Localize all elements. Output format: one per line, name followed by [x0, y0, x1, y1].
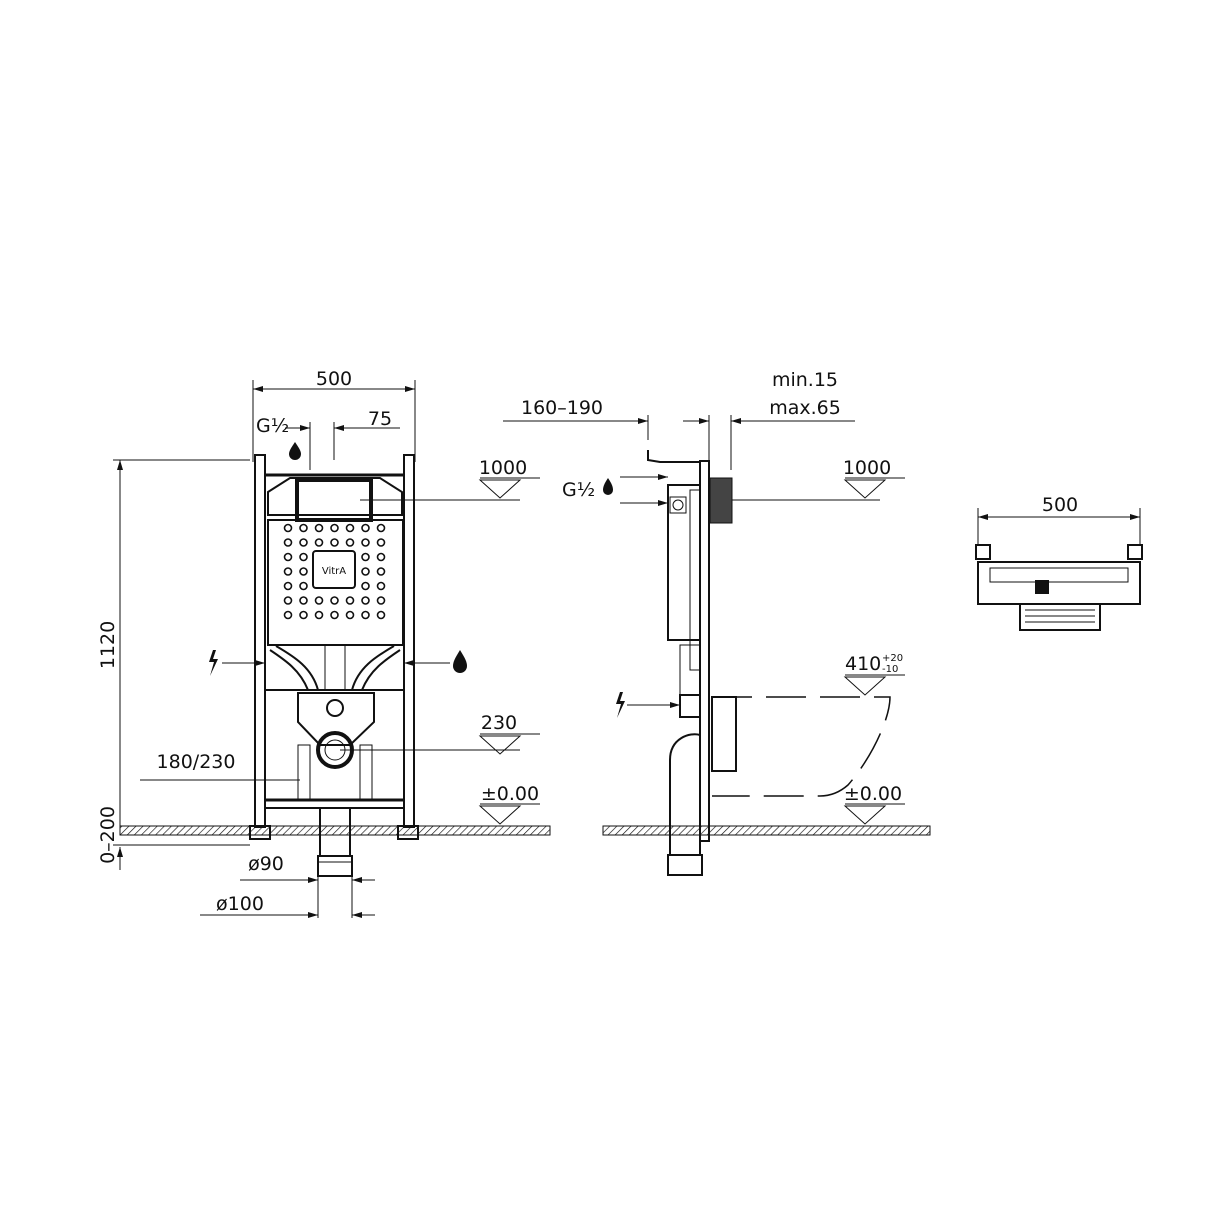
level-floor-marker: ±0.00	[843, 783, 905, 825]
panel-dot	[345, 596, 355, 605]
level-1000-marker: 1000	[478, 457, 540, 499]
floor-hatch	[119, 825, 551, 836]
brand-logo: VitrA	[322, 566, 346, 577]
level-410-marker: 410 +20 -10	[843, 653, 905, 696]
side-inlet-label: G½	[562, 479, 595, 501]
pipe-inner-label: ø90	[248, 853, 284, 875]
panel-dot	[314, 610, 324, 620]
panel-dot	[376, 610, 386, 620]
panel-dot	[299, 538, 308, 547]
panel-dot	[283, 523, 293, 533]
front-width-label: 500	[316, 368, 352, 390]
panel-dot	[376, 581, 386, 591]
drain-spacing-label: 180/230	[157, 751, 236, 773]
panel-dot	[314, 523, 324, 533]
panel-dot	[376, 523, 386, 533]
svg-text:410: 410	[845, 653, 881, 675]
panel-dot	[314, 596, 324, 605]
cistern-dot-grid	[283, 523, 386, 620]
flush-plate-side	[709, 477, 733, 524]
electric-bolt-icon	[616, 692, 625, 718]
top-view: 500	[975, 494, 1143, 631]
panel-dot	[345, 610, 355, 620]
pipe-outer-label: ø100	[216, 893, 264, 915]
panel-dot	[283, 552, 293, 562]
electric-bolt-icon	[209, 650, 218, 676]
depth-label: 160–190	[521, 397, 603, 419]
svg-text:230: 230	[481, 712, 517, 734]
offset-label: 75	[368, 408, 392, 430]
top-view-hatch	[1025, 609, 1095, 623]
panel-dot	[283, 567, 293, 576]
front-view: 500 75 G½ 1120 0–200 VitrA	[97, 368, 551, 918]
panel-dot	[330, 596, 339, 605]
panel-dot	[361, 523, 370, 533]
water-drop-icon	[289, 442, 301, 460]
water-drop-icon	[453, 650, 467, 673]
panel-dot	[283, 581, 293, 591]
side-view: 160–190 min.15 max.65 G½ 1000	[503, 369, 931, 876]
panel-dot	[283, 610, 293, 620]
panel-dot	[314, 538, 324, 547]
svg-text:+20: +20	[882, 653, 903, 664]
level-230-marker: 230	[478, 712, 540, 755]
adjust-label: 0–200	[97, 806, 119, 864]
panel-dot	[330, 610, 339, 620]
front-inlet-label: G½	[256, 415, 289, 437]
panel-dot	[361, 610, 370, 620]
panel-dot	[361, 567, 370, 576]
level-1000-marker: 1000	[843, 457, 905, 499]
panel-dot	[345, 538, 355, 547]
wall-max-label: max.65	[769, 397, 841, 419]
svg-text:±0.00: ±0.00	[481, 783, 539, 805]
panel-dot	[299, 610, 308, 620]
panel-dot	[361, 538, 370, 547]
panel-dot	[376, 538, 386, 547]
svg-text:±0.00: ±0.00	[844, 783, 902, 805]
wall-min-label: min.15	[772, 369, 838, 391]
panel-dot	[361, 596, 370, 605]
panel-dot	[299, 552, 308, 562]
panel-dot	[330, 538, 339, 547]
bowl-outline	[712, 696, 891, 797]
panel-dot	[345, 523, 355, 533]
water-drop-icon	[603, 478, 613, 495]
panel-dot	[299, 596, 308, 605]
panel-dot	[361, 581, 370, 591]
panel-dot	[283, 538, 293, 547]
floor-hatch	[602, 825, 931, 836]
level-floor-marker: ±0.00	[478, 783, 540, 825]
panel-dot	[330, 523, 339, 533]
height-label: 1120	[97, 621, 119, 669]
panel-dot	[299, 523, 308, 533]
panel-dot	[299, 581, 308, 591]
panel-dot	[376, 596, 386, 605]
panel-dot	[361, 552, 370, 562]
panel-dot	[299, 567, 308, 576]
panel-dot	[376, 567, 386, 576]
panel-dot	[376, 552, 386, 562]
svg-text:-10: -10	[882, 664, 898, 675]
svg-text:1000: 1000	[479, 457, 527, 479]
panel-dot	[283, 596, 293, 605]
top-width-label: 500	[1042, 494, 1078, 516]
svg-text:1000: 1000	[843, 457, 891, 479]
